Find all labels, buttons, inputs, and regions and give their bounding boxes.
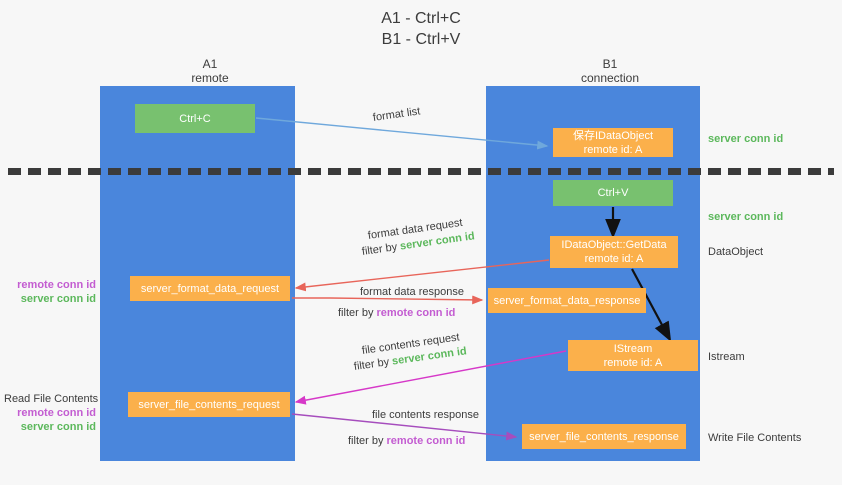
left-annotation-group-file-contents: Read File Contents remote conn id server…	[4, 392, 99, 434]
node-istream-line2: remote id: A	[603, 356, 663, 369]
left-label-server-conn-id-2: server conn id	[20, 421, 96, 433]
node-ctrl-v[interactable]: Ctrl+V	[553, 180, 673, 206]
edge-label-format-data-response: format data response	[360, 286, 464, 298]
filter-target-remote-conn-id-2: remote conn id	[386, 435, 466, 447]
node-idataobject-getdata[interactable]: IDataObject::GetData remote id: A	[550, 236, 678, 268]
column-a1-role: remote	[191, 71, 229, 85]
side-label-dataobject: DataObject	[708, 246, 764, 258]
column-a1-name: A1	[202, 57, 218, 71]
page-title: A1 - Ctrl+C B1 - Ctrl+V	[0, 8, 842, 50]
node-server-format-data-response[interactable]: server_format_data_response	[488, 288, 646, 313]
column-b1-name: B1	[602, 57, 618, 71]
side-label-istream: Istream	[708, 351, 745, 363]
node-server-file-contents-request-label: server_file_contents_request	[138, 398, 280, 411]
title-line-2: B1 - Ctrl+V	[381, 31, 461, 48]
left-annotation-group-format-data: remote conn id server conn id	[8, 278, 96, 306]
phase-divider	[8, 168, 834, 175]
filter-target-remote-conn-id-1: remote conn id	[376, 307, 456, 319]
left-label-server-conn-id-1: server conn id	[20, 293, 96, 305]
node-server-file-contents-response[interactable]: server_file_contents_response	[522, 424, 686, 449]
side-label-server-conn-id-top: server conn id	[708, 133, 784, 145]
edge-label-format-list: format list	[372, 105, 422, 124]
edge-label-file-contents-response: file contents response	[372, 409, 480, 421]
node-istream[interactable]: IStream remote id: A	[568, 340, 698, 371]
edge-label-file-contents-response-filter: filter by remote conn id	[348, 434, 465, 448]
node-server-format-data-response-label: server_format_data_response	[493, 294, 641, 307]
node-getdata-line2: remote id: A	[584, 253, 644, 265]
title-line-1: A1 - Ctrl+C	[381, 10, 461, 27]
left-label-remote-conn-id-2: remote conn id	[17, 407, 96, 419]
column-b1-role: connection	[580, 71, 640, 85]
node-server-file-contents-request[interactable]: server_file_contents_request	[128, 392, 290, 417]
node-ctrl-c-label: Ctrl+C	[179, 112, 211, 125]
side-label-server-conn-id-mid: server conn id	[708, 211, 784, 223]
node-server-file-contents-response-label: server_file_contents_response	[529, 430, 679, 443]
node-ctrl-v-label: Ctrl+V	[597, 187, 629, 199]
left-label-read-file-contents: Read File Contents	[4, 393, 99, 405]
filter-prefix-2: filter by	[338, 307, 377, 319]
node-getdata-line1: IDataObject::GetData	[561, 239, 667, 251]
node-server-format-data-request[interactable]: server_format_data_request	[130, 276, 290, 301]
column-header-a1: A1 remote	[130, 57, 290, 85]
node-idataobject-line1: 保存IDataObject	[572, 129, 654, 142]
column-header-b1: B1 connection	[530, 57, 690, 85]
filter-prefix-3: filter by	[353, 355, 393, 373]
left-label-remote-conn-id-1: remote conn id	[17, 279, 96, 291]
node-server-format-data-request-label: server_format_data_request	[140, 282, 280, 295]
node-ctrl-c[interactable]: Ctrl+C	[135, 104, 255, 133]
filter-prefix-4: filter by	[348, 435, 387, 447]
node-idataobject[interactable]: 保存IDataObject remote id: A	[553, 128, 673, 157]
node-idataobject-line2: remote id: A	[583, 143, 643, 156]
filter-prefix-1: filter by	[361, 240, 401, 258]
edge-label-format-data-response-filter: filter by remote conn id	[338, 306, 455, 320]
side-label-write-file-contents: Write File Contents	[708, 432, 802, 444]
node-istream-line1: IStream	[613, 342, 653, 355]
